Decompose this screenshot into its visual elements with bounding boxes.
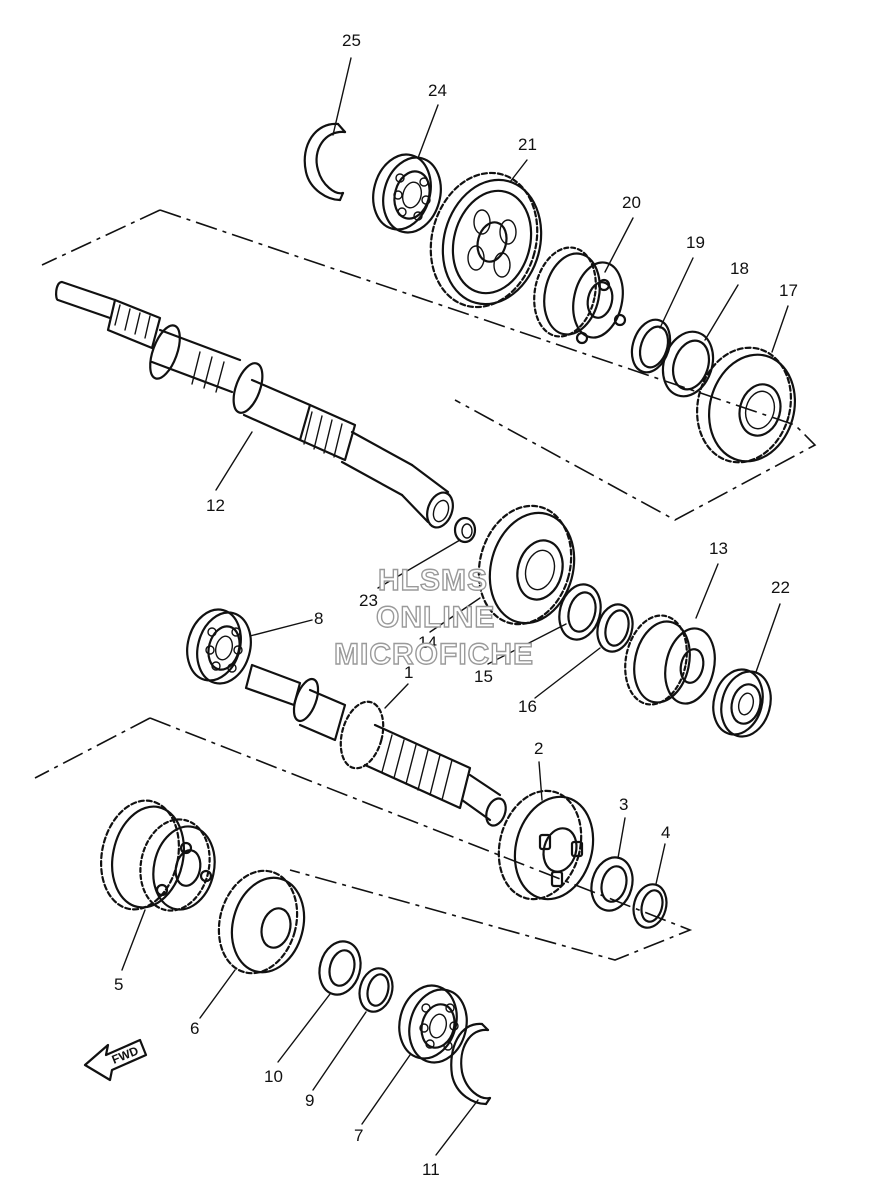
callout-18: 18 xyxy=(730,259,749,278)
counter-shaft-part-1 xyxy=(244,663,507,827)
callout-12: 12 xyxy=(206,496,225,515)
callout-19: 19 xyxy=(686,233,705,252)
watermark-line-1: HLSMS xyxy=(378,564,488,597)
callout-24: 24 xyxy=(428,81,447,100)
washer-part-10 xyxy=(318,940,362,996)
callout-6: 6 xyxy=(190,1019,199,1038)
circlip-part-25 xyxy=(303,122,347,202)
callout-13: 13 xyxy=(709,539,728,558)
callout-labels: 25 24 21 20 19 18 17 12 23 8 14 15 16 13… xyxy=(114,31,798,1179)
gear-part-20 xyxy=(533,246,627,345)
lower-group-outline xyxy=(34,717,151,779)
washer-part-18 xyxy=(661,330,715,398)
callout-5: 5 xyxy=(114,975,123,994)
watermark-line-3: MICROFICHE xyxy=(334,638,534,671)
callout-8: 8 xyxy=(314,609,323,628)
gear-part-21 xyxy=(429,171,543,309)
gear-part-14 xyxy=(477,504,576,626)
gear-part-6 xyxy=(217,869,306,975)
washer-part-3 xyxy=(590,856,634,912)
circlip-part-9 xyxy=(358,967,394,1013)
callout-7: 7 xyxy=(354,1126,363,1145)
callout-9: 9 xyxy=(305,1091,314,1110)
callout-22: 22 xyxy=(771,578,790,597)
callout-2: 2 xyxy=(534,739,543,758)
gear-part-13 xyxy=(624,614,716,706)
callout-10: 10 xyxy=(264,1067,283,1086)
forward-direction-arrow: FWD xyxy=(83,1038,148,1082)
callout-23: 23 xyxy=(359,591,378,610)
circlip-part-4 xyxy=(632,883,668,929)
callout-11: 11 xyxy=(422,1160,440,1179)
callout-15: 15 xyxy=(474,667,493,686)
collar-part-23 xyxy=(453,516,477,544)
circlip-part-19 xyxy=(630,318,672,374)
washer-part-15 xyxy=(558,583,602,641)
bearing-part-7 xyxy=(398,984,468,1064)
callout-25: 25 xyxy=(342,31,361,50)
circlip-part-16 xyxy=(596,603,634,653)
callout-20: 20 xyxy=(622,193,641,212)
callout-4: 4 xyxy=(661,823,670,842)
callout-1: 1 xyxy=(404,663,413,682)
callout-21: 21 xyxy=(518,135,537,154)
callout-17: 17 xyxy=(779,281,798,300)
callout-3: 3 xyxy=(619,795,628,814)
bearing-part-8 xyxy=(186,608,252,685)
bearing-part-22 xyxy=(712,668,772,738)
bearing-part-24 xyxy=(372,153,442,234)
callout-leader-lines xyxy=(121,57,789,1156)
callout-14: 14 xyxy=(418,633,437,652)
gear-part-5 xyxy=(100,799,216,912)
watermark-line-2: ONLINE xyxy=(376,601,495,634)
circlip-part-11 xyxy=(450,1022,492,1106)
callout-16: 16 xyxy=(518,697,537,716)
watermark: HLSMS ONLINE MICROFICHE xyxy=(333,563,534,671)
gear-part-2 xyxy=(497,789,595,901)
gear-part-17 xyxy=(696,346,797,464)
upper-group-outline xyxy=(41,209,161,266)
main-shaft-part-12 xyxy=(55,280,454,529)
